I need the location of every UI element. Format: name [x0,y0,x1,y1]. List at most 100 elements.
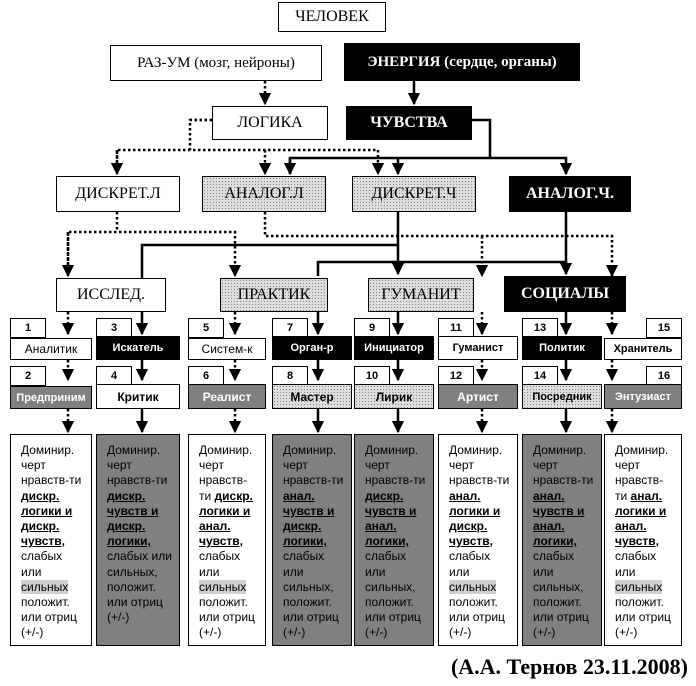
analog-logic-box: АНАЛОГ.Л [202,176,326,212]
description-text: слабых [533,549,575,564]
description-text: (+/-) [449,625,472,640]
analog-feel-label: АНАЛОГ.Ч. [525,185,615,202]
description-text: или отриц [365,610,421,625]
description-intro: Доминир. черт нравств-ти [283,443,344,488]
type-box-mediator: Посредник [522,384,602,409]
type-label-keeper: Хранитель [613,343,673,355]
description-emphasis: дискр. [283,519,322,534]
description-emphasis: чувств и [365,503,417,518]
description-text: положит. [615,595,664,610]
type-box-enthusiast: Энтузиаст [604,384,682,409]
type-label-realist: Реалист [202,389,252,404]
description-emphasis: логики и [449,503,501,518]
description-text: сильных, [107,564,158,579]
type-label-critic: Критик [117,389,159,404]
description-text: (+/-) [283,625,306,640]
type-number-11: 11 [450,322,462,334]
description-intro: Доминир. черт нравств-ти [533,443,594,488]
type-number: 8 [272,366,308,386]
description-column: Доминир. черт нравств-ти дискр. логики и… [10,434,92,646]
logic-label: ЛОГИКА [237,114,303,131]
description-text: или [21,564,42,579]
mind-label: РАЗ-УМ (мозг, нейроны) [137,54,295,71]
description-text: или [615,564,636,579]
description-text: (+/-) [533,625,556,640]
description-emphasis: дискр. [21,519,60,534]
description-emphasis: логики и [21,503,73,518]
description-column: Доминир. черт нравств-ти анал. чувств и … [522,434,602,646]
type-box-lyricist: Лирик [354,384,434,409]
type-number-9: 9 [368,322,376,334]
description-intro: Доминир. черт нравств-ти [615,443,669,503]
description-emphasis: чувств и [533,503,585,518]
humanists-box: ГУМАНИТ [368,278,474,312]
description-emphasis: дискр. [107,519,146,534]
feelings-label: ЧУВСТВА [370,114,448,131]
description-emphasis: логики, [283,534,327,549]
type-label-humanist: Гуманист [452,342,504,354]
description-emphasis: дискр. [365,488,404,503]
description-intro: Доминир. черт нравств-ти [449,443,510,488]
description-text: (+/-) [199,625,222,640]
description-emphasis: анал. [449,488,481,503]
description-text: положит. [533,595,582,610]
type-box-artist: Артист [438,384,518,409]
type-label-lyricist: Лирик [375,389,413,404]
description-text: слабых [449,549,491,564]
type-box-analyst: Аналитик [10,338,92,360]
description-intro: Доминир. черт нравств-ти [365,443,426,488]
person-label: ЧЕЛОВЕК [295,8,369,25]
type-number: 5 [188,318,224,338]
description-text: или отриц [107,595,163,610]
humanists-label: ГУМАНИТ [381,286,461,303]
description-emphasis: логики, [533,534,577,549]
description-column: Доминир. черт нравств-ти анал. чувств и … [272,434,352,646]
description-highlight: сильных [449,579,497,594]
description-text: (+/-) [615,625,638,640]
type-number-14: 14 [533,370,547,382]
description-column: Доминир. черт нравств-ти дискр. чувств и… [96,434,180,646]
type-label-enthusiast: Энтузиаст [615,390,671,403]
description-column: Доминир. черт нравств-ти анал. логики и … [604,434,682,646]
analog-feel-box: АНАЛОГ.Ч. [509,176,631,212]
description-text: положит. [283,595,332,610]
description-emphasis: чувств, [21,534,65,549]
description-emphasis: логики и [615,503,667,518]
description-emphasis: анал. [533,519,565,534]
feelings-box: ЧУВСТВА [346,106,472,140]
description-text: или отриц [283,610,339,625]
description-emphasis: анал. [615,519,647,534]
type-number-1: 1 [24,322,32,334]
description-text: положит. [449,595,498,610]
description-intro: Доминир. черт нравств-ти [107,443,168,488]
description-column: Доминир. черт нравств-ти анал. логики и … [438,434,518,646]
description-emphasis: дискр. [214,488,253,503]
description-text: положит. [365,595,414,610]
description-emphasis: чувств, [199,534,243,549]
type-number-3: 3 [110,322,118,334]
discrete-feel-box: ДИСКРЕТ.Ч [352,176,476,212]
description-emphasis: анал. [365,519,397,534]
description-text: слабых [615,549,657,564]
description-text: положит. [107,579,156,594]
type-number: 3 [96,318,132,338]
type-number: 10 [354,366,390,386]
description-text: сильных, [365,579,416,594]
description-text: или [283,564,304,579]
description-text: или отриц [615,610,671,625]
description-emphasis: чувств и [283,503,335,518]
discrete-logic-label: ДИСКРЕТ.Л [75,185,161,202]
description-text: сильных, [283,579,334,594]
type-number-15: 15 [657,322,671,334]
energy-label: ЭНЕРГИЯ (сердце, органы) [367,53,557,70]
type-label-master: Мастер [290,389,334,404]
description-emphasis: дискр. [449,519,488,534]
type-box-seeker: Искатель [96,336,180,360]
description-text: слабых [21,549,63,564]
type-box-critic: Критик [96,384,180,409]
description-text: или отриц [449,610,505,625]
description-text: или [151,549,172,564]
description-text: слабых [365,549,407,564]
description-text: или отриц [199,610,255,625]
